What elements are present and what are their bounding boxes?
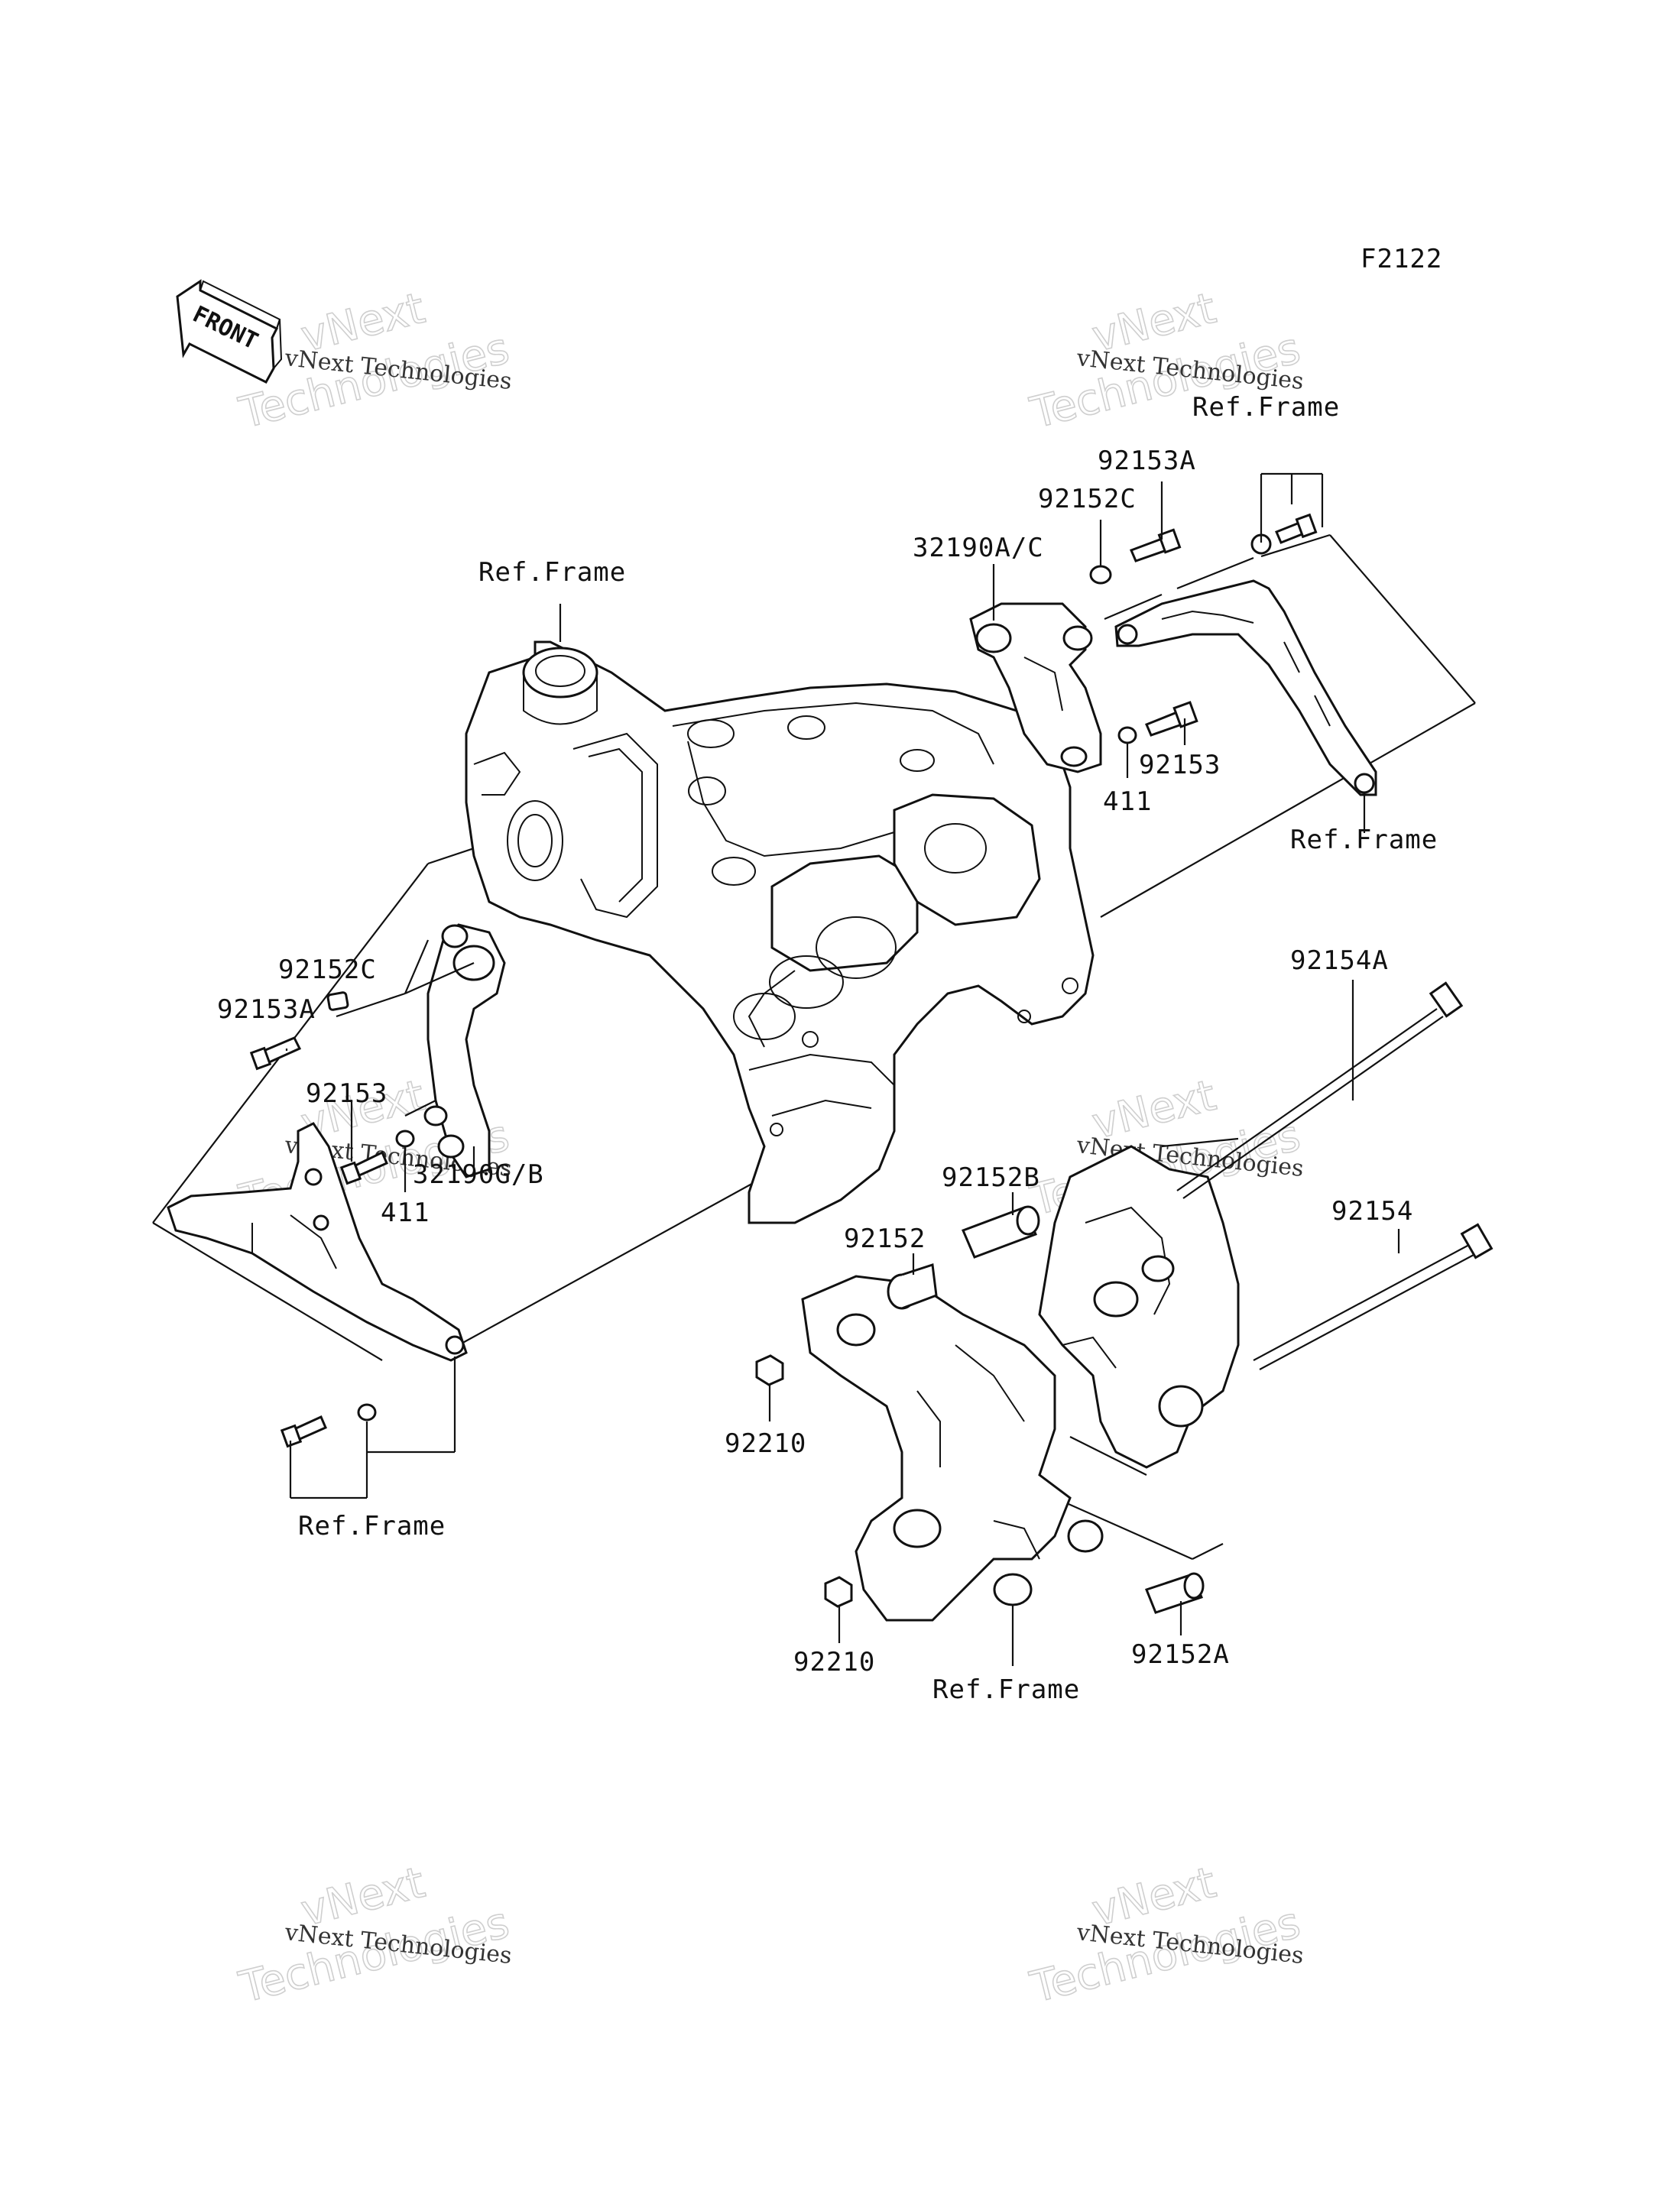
figure-code: F2122	[1361, 244, 1442, 274]
label-ref-frame-top-right: Ref.Frame	[1192, 392, 1340, 423]
label-ref-frame-right: Ref.Frame	[1290, 825, 1438, 855]
bolts-top-right	[1089, 513, 1318, 744]
label-92153-left: 92153	[306, 1078, 388, 1109]
label-92153-top: 92153	[1139, 750, 1221, 780]
label-ref-frame-bottom-left: Ref.Frame	[298, 1511, 446, 1541]
label-92210-upper: 92210	[725, 1428, 806, 1459]
leader-lines	[285, 472, 1400, 1666]
bracket-32190A-C	[969, 602, 1102, 773]
engine-mount-bracket-lower	[801, 1275, 1104, 1622]
front-arrow-icon: FRONT	[176, 279, 283, 384]
bolts-left	[249, 991, 415, 1448]
assembly-lines	[152, 533, 1476, 1561]
part-labels: Ref.Frame 92153A 92152C 32190A/C Ref.Fra…	[217, 392, 1438, 1705]
label-32190G-B: 32190G/B	[413, 1159, 544, 1190]
label-92153A-left: 92153A	[217, 994, 316, 1025]
label-92152C-top: 92152C	[1038, 484, 1137, 514]
label-92153A-top: 92153A	[1098, 446, 1196, 476]
label-411-left: 411	[381, 1198, 430, 1228]
label-411-top: 411	[1103, 786, 1152, 817]
watermark-bottom-right: vNext Technologies vNext Technologies	[1025, 1857, 1305, 2013]
label-92152B: 92152B	[942, 1162, 1040, 1193]
watermark-bottom-left: vNext Technologies vNext Technologies	[234, 1857, 514, 2013]
label-ref-frame-top-center: Ref.Frame	[478, 557, 626, 588]
bracket-frame-left-lower	[167, 1122, 468, 1362]
label-92152A: 92152A	[1131, 1639, 1230, 1670]
bracket-frame-rear-right	[1114, 579, 1377, 796]
label-92210-lower: 92210	[793, 1647, 875, 1677]
label-32190A-C: 32190A/C	[913, 533, 1044, 563]
label-ref-frame-bottom-center: Ref.Frame	[932, 1674, 1080, 1705]
label-92154: 92154	[1331, 1196, 1413, 1227]
label-92152C-left: 92152C	[278, 955, 377, 985]
engine-mount-bracket-right	[1038, 1145, 1240, 1469]
main-frame	[465, 604, 1095, 1224]
spacers-bolts-right	[755, 981, 1494, 1614]
watermark-top-left: vNext Technologies vNext Technologies	[234, 283, 514, 439]
label-92152: 92152	[844, 1224, 926, 1254]
label-92154A: 92154A	[1290, 945, 1389, 976]
bracket-32190G-B	[423, 923, 506, 1178]
